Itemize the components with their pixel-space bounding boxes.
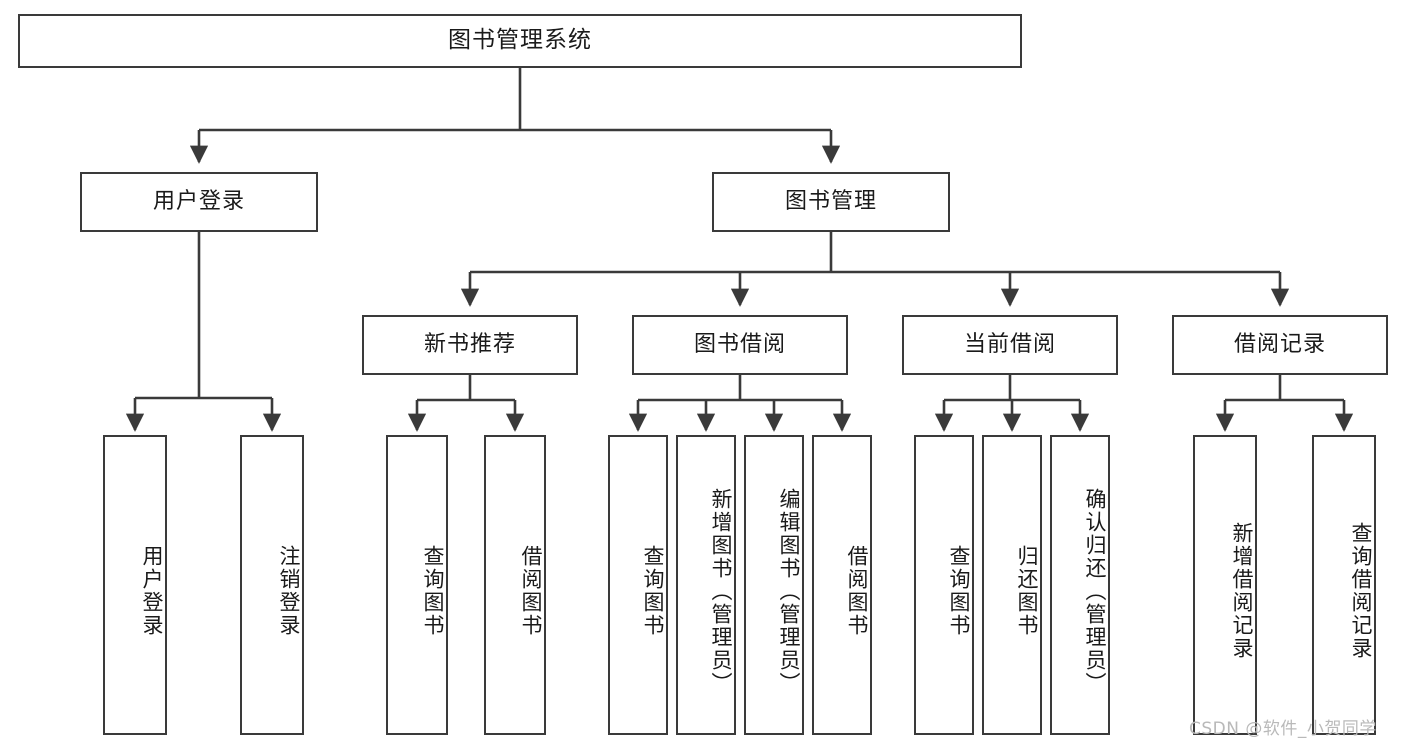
leaf-book-borrow-edit-book-admin[interactable]: 编辑图书（管理员） bbox=[744, 435, 804, 735]
leaf-current-borrow-confirm-return-admin[interactable]: 确认归还（管理员） bbox=[1050, 435, 1110, 735]
leaf-new-book-borrow-book[interactable]: 借阅图书 bbox=[484, 435, 546, 735]
node-book-borrow[interactable]: 图书借阅 bbox=[632, 315, 848, 375]
node-new-book-recommend[interactable]: 新书推荐 bbox=[362, 315, 578, 375]
leaf-current-borrow-query-book[interactable]: 查询图书 bbox=[914, 435, 974, 735]
watermark-text: CSDN @软件_小贺同学 bbox=[1189, 719, 1377, 739]
leaf-borrow-record-query-record[interactable]: 查询借阅记录 bbox=[1312, 435, 1376, 735]
leaf-borrow-record-add-record[interactable]: 新增借阅记录 bbox=[1193, 435, 1257, 735]
leaf-book-borrow-add-book-admin[interactable]: 新增图书（管理员） bbox=[676, 435, 736, 735]
leaf-new-book-query-book[interactable]: 查询图书 bbox=[386, 435, 448, 735]
leaf-current-borrow-return-book[interactable]: 归还图书 bbox=[982, 435, 1042, 735]
leaf-user-login-logout[interactable]: 注销登录 bbox=[240, 435, 304, 735]
node-root-book-management-system[interactable]: 图书管理系统 bbox=[18, 14, 1022, 68]
leaf-user-login-login[interactable]: 用户登录 bbox=[103, 435, 167, 735]
leaf-book-borrow-query-book[interactable]: 查询图书 bbox=[608, 435, 668, 735]
node-current-borrow[interactable]: 当前借阅 bbox=[902, 315, 1118, 375]
node-user-login[interactable]: 用户登录 bbox=[80, 172, 318, 232]
leaf-book-borrow-borrow-book[interactable]: 借阅图书 bbox=[812, 435, 872, 735]
node-borrow-record[interactable]: 借阅记录 bbox=[1172, 315, 1388, 375]
node-book-management[interactable]: 图书管理 bbox=[712, 172, 950, 232]
